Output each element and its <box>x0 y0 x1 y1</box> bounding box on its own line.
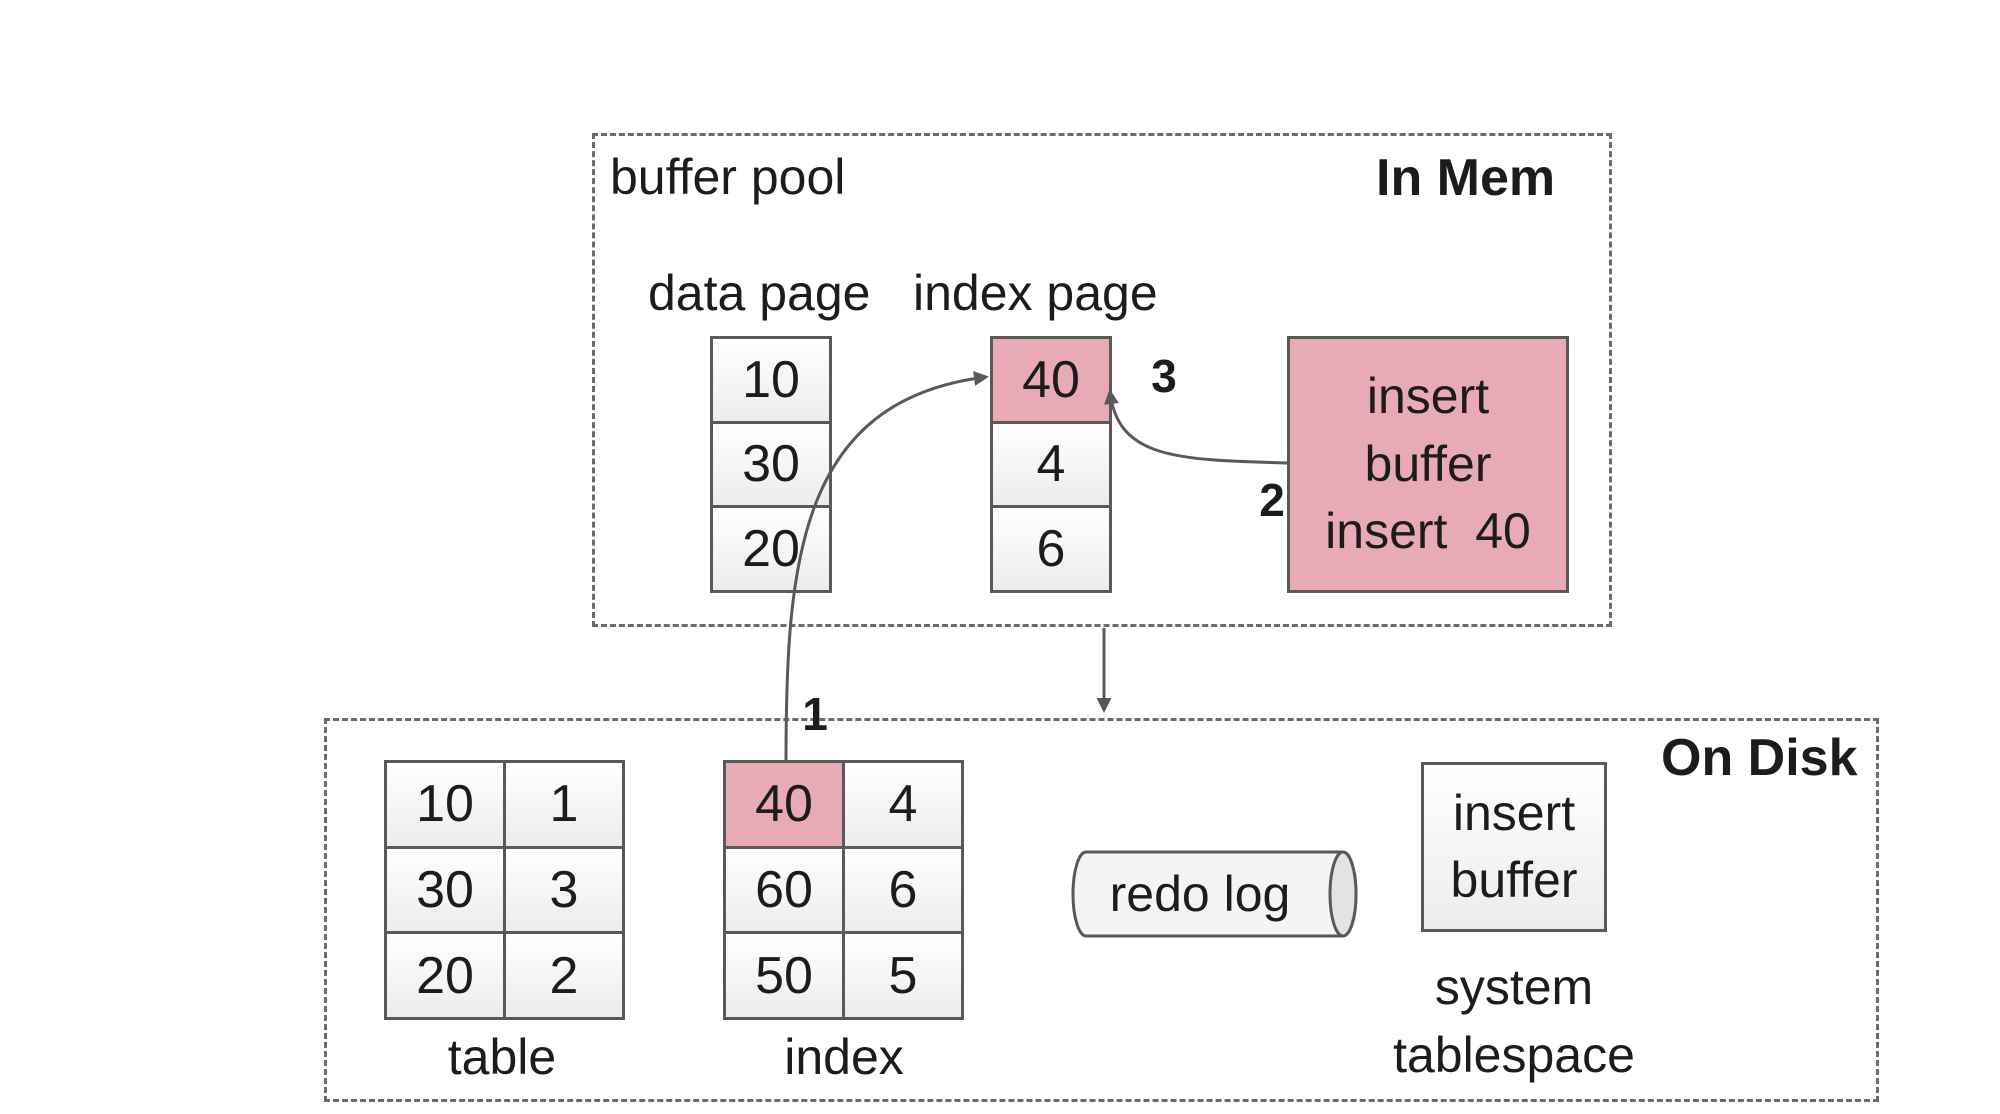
arrow-1 <box>784 371 989 761</box>
disk-index: 40 4 60 6 50 5 <box>723 760 964 1020</box>
table-cell: 10 <box>387 763 503 846</box>
table-cell: 20 <box>387 934 503 1017</box>
data-page-cell: 30 <box>713 423 829 506</box>
in-mem-region <box>592 133 1612 627</box>
redo-log-icon: redo log <box>1071 850 1358 938</box>
table-cell: 3 <box>506 848 622 932</box>
index-cell: 6 <box>845 848 961 932</box>
step-1-label: 1 <box>802 688 828 740</box>
disk-table: 10 1 30 3 20 2 <box>384 760 625 1020</box>
table-cell: 2 <box>506 934 622 1017</box>
in-mem-label: In Mem <box>1376 149 1556 207</box>
index-cell: 4 <box>845 763 961 846</box>
disk-insert-buffer: insert buffer <box>1421 762 1607 932</box>
disk-insert-buffer-line: buffer <box>1450 852 1578 908</box>
disk-insert-buffer-line: insert <box>1452 784 1576 841</box>
index-label: index <box>784 1029 904 1085</box>
index-cell: 60 <box>726 848 842 932</box>
index-cell-highlighted: 40 <box>726 763 842 846</box>
index-cell: 5 <box>845 934 961 1017</box>
table-label: table <box>447 1029 557 1085</box>
system-tablespace-label-line: tablespace <box>1393 1027 1635 1083</box>
index-page-cell: 6 <box>993 508 1109 590</box>
data-page-cell: 10 <box>713 339 829 421</box>
on-disk-region <box>324 718 1879 1102</box>
buffer-pool-label: buffer pool <box>610 149 846 205</box>
index-page-cell: 4 <box>993 423 1109 506</box>
arrow-2 <box>1104 389 1288 465</box>
index-page-cell-highlighted: 40 <box>993 339 1109 421</box>
mem-insert-buffer-line: insert <box>1366 368 1490 425</box>
step-3-label: 3 <box>1151 350 1177 402</box>
index-cell: 50 <box>726 934 842 1017</box>
table-cell: 1 <box>506 763 622 846</box>
on-disk-label: On Disk <box>1661 729 1858 787</box>
table-cell: 30 <box>387 848 503 932</box>
mem-insert-buffer-line: insert 40 <box>1325 503 1531 560</box>
redo-log-label: redo log <box>1110 866 1291 922</box>
index-page-label: index page <box>913 265 1158 321</box>
data-page-label: data page <box>648 265 871 321</box>
mem-insert-buffer: insert buffer insert 40 <box>1287 336 1569 593</box>
step-2-label: 2 <box>1259 474 1285 526</box>
index-page: 40 4 6 <box>990 336 1112 593</box>
mem-insert-buffer-line: buffer <box>1364 435 1492 492</box>
system-tablespace-label-line: system <box>1434 959 1594 1015</box>
